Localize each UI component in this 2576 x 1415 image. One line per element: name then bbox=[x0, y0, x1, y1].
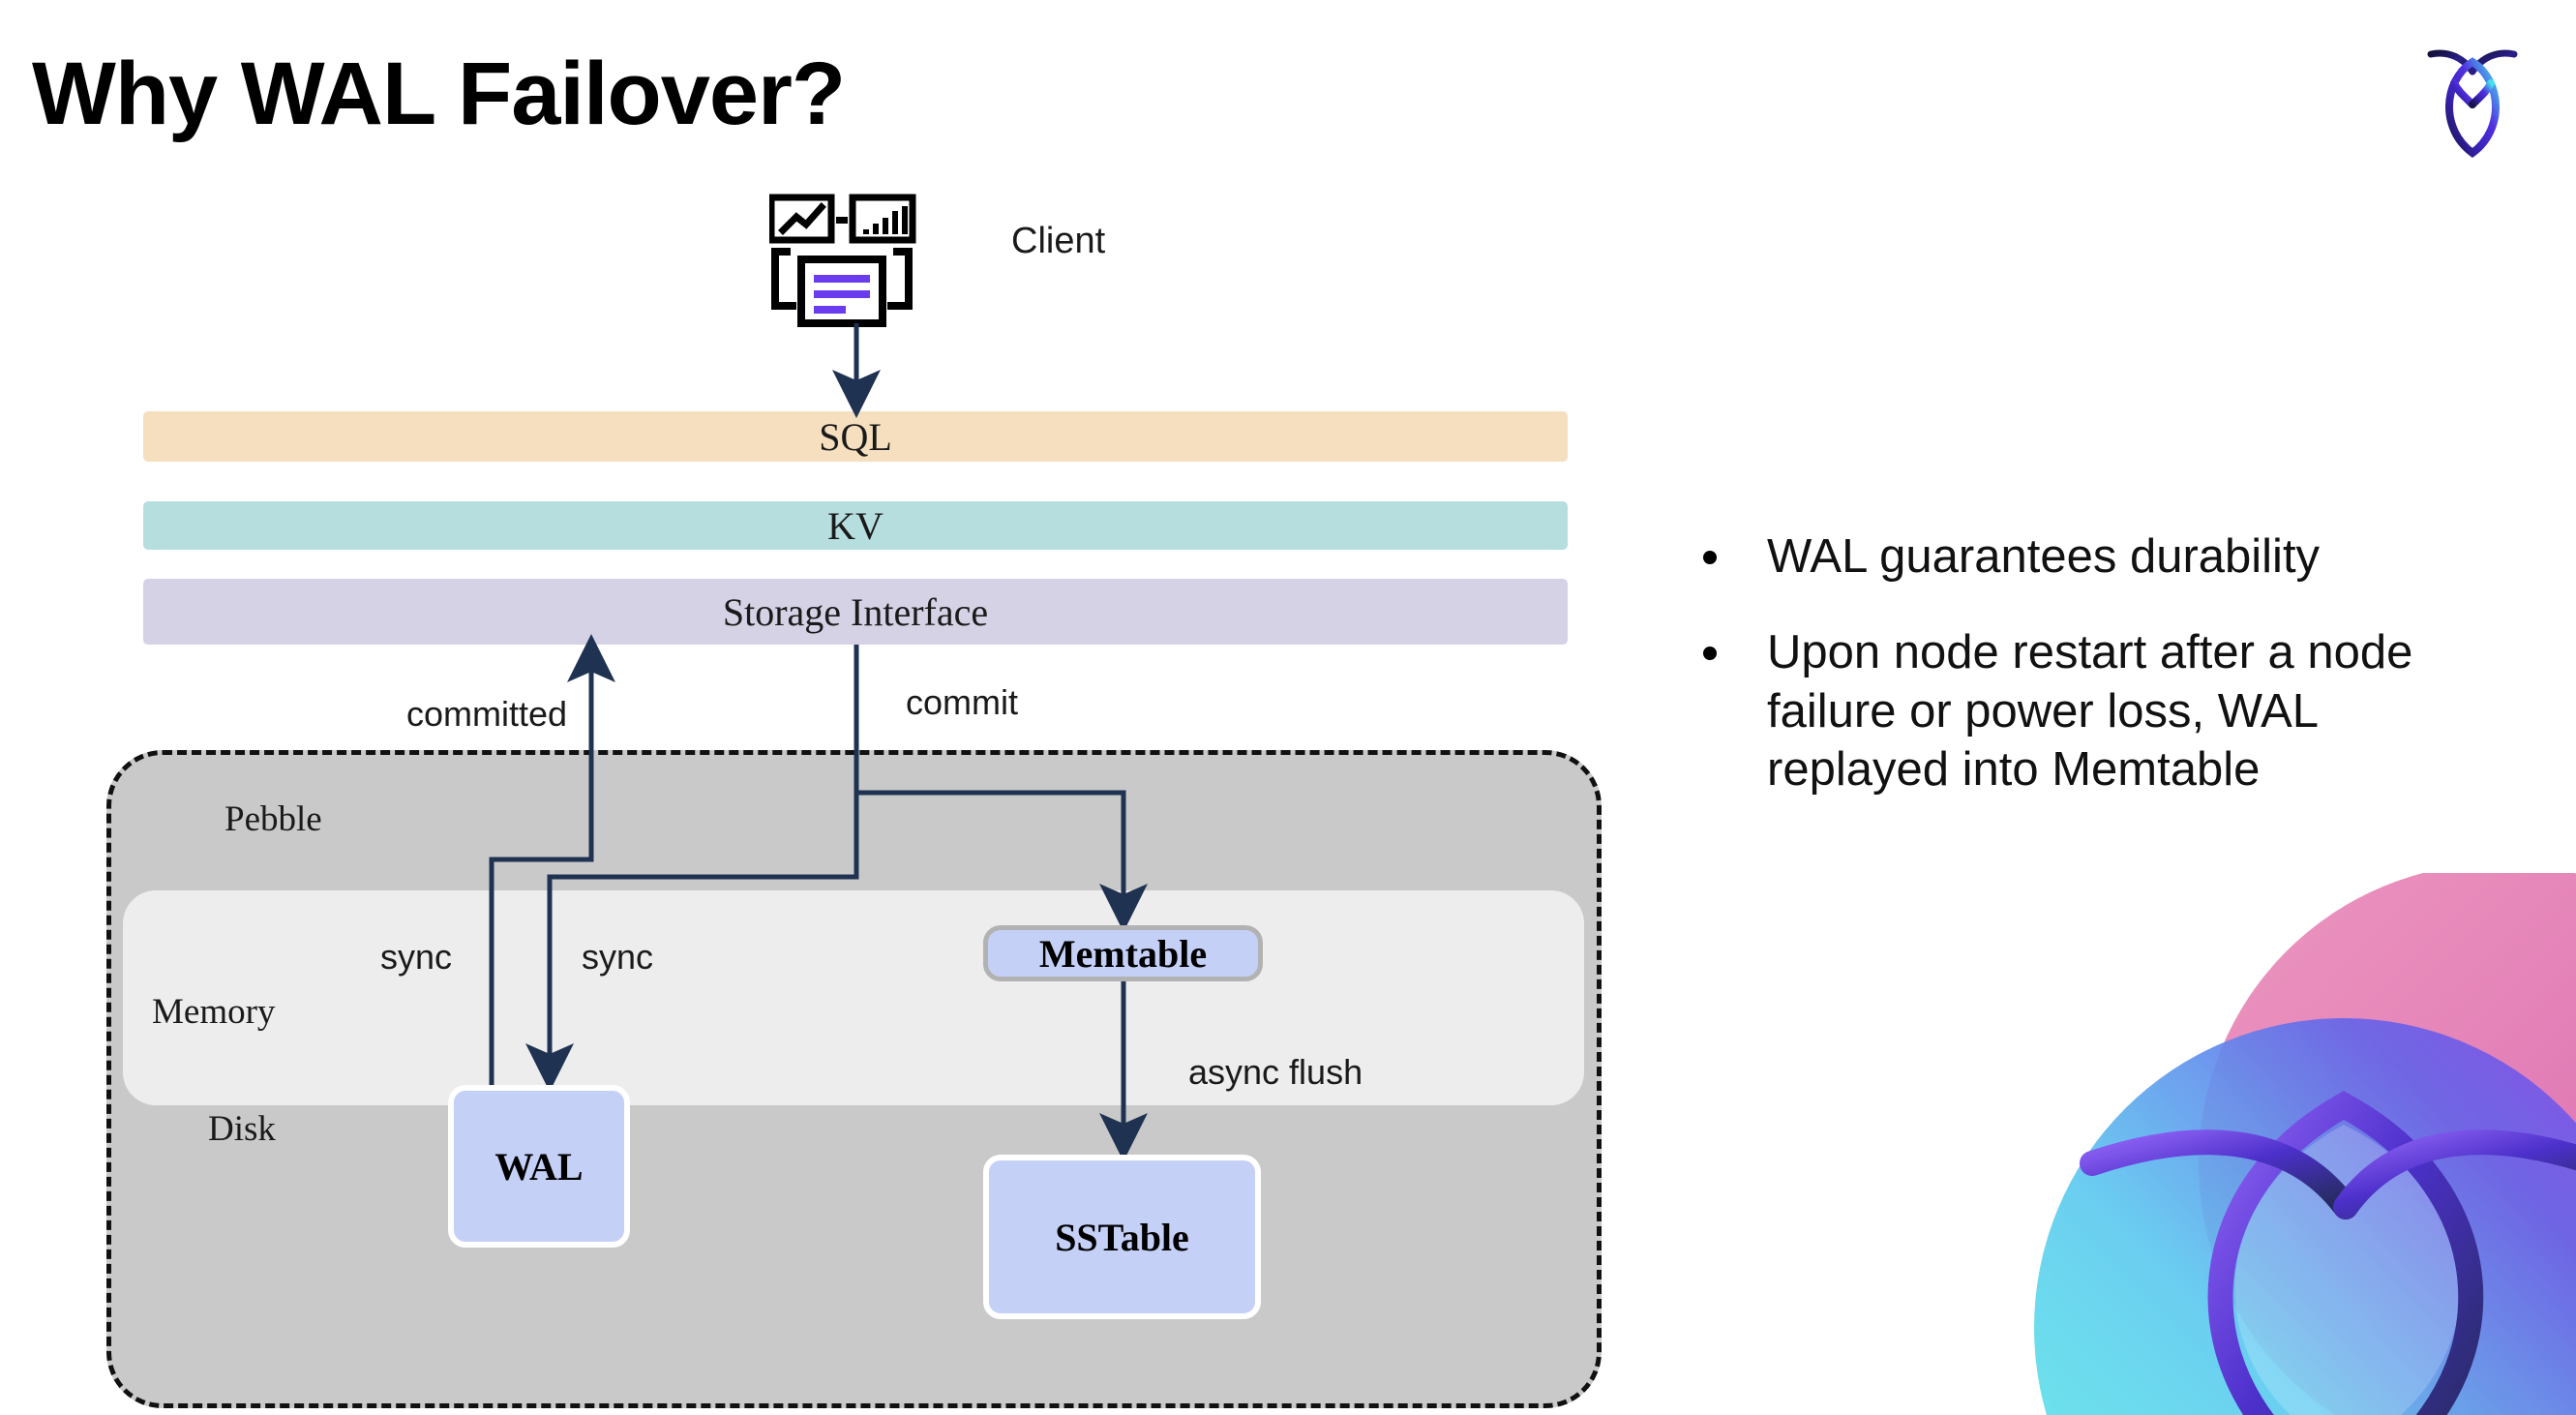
bullet-dot-icon bbox=[1703, 646, 1717, 660]
sstable-box: SSTable bbox=[983, 1155, 1261, 1319]
pebble-label: Pebble bbox=[225, 799, 322, 839]
page-title: Why WAL Failover? bbox=[32, 45, 846, 143]
sstable-label: SSTable bbox=[1055, 1215, 1189, 1259]
cockroach-leaf-logo-icon bbox=[2410, 29, 2535, 165]
edge-label-committed: committed bbox=[406, 694, 568, 734]
list-item: Upon node restart after a node failure o… bbox=[1703, 623, 2506, 799]
sql-layer-label: SQL bbox=[819, 414, 892, 459]
storage-interface-bar: Storage Interface bbox=[143, 579, 1568, 645]
memtable-box: Memtable bbox=[983, 925, 1263, 981]
kv-layer-bar: KV bbox=[143, 501, 1568, 550]
edge-label-sync-left: sync bbox=[380, 937, 453, 977]
memtable-label: Memtable bbox=[1038, 931, 1208, 976]
disk-region-label: Disk bbox=[208, 1109, 276, 1149]
bullet-text: WAL guarantees durability bbox=[1767, 530, 2321, 583]
bullet-list: WAL guarantees durability Upon node rest… bbox=[1703, 527, 2506, 836]
storage-interface-label: Storage Interface bbox=[722, 589, 989, 634]
client-label: Client bbox=[1011, 221, 1106, 261]
client-dashboard-icon bbox=[767, 194, 924, 329]
wal-box: WAL bbox=[448, 1085, 630, 1248]
edge-label-sync-right: sync bbox=[582, 937, 654, 977]
bullet-text: Upon node restart after a node failure o… bbox=[1767, 625, 2413, 797]
memory-region-label: Memory bbox=[152, 992, 276, 1032]
bullet-dot-icon bbox=[1703, 551, 1717, 564]
edge-label-commit: commit bbox=[906, 682, 1018, 722]
list-item: WAL guarantees durability bbox=[1703, 527, 2506, 587]
kv-layer-label: KV bbox=[827, 503, 884, 548]
memory-region bbox=[123, 890, 1584, 1105]
sql-layer-bar: SQL bbox=[143, 411, 1568, 462]
pebble-container bbox=[106, 750, 1602, 1408]
wal-label: WAL bbox=[494, 1144, 584, 1189]
edge-label-async-flush: async flush bbox=[1188, 1052, 1363, 1092]
cockroach-gradient-orb-decoration-icon bbox=[1957, 873, 2576, 1415]
